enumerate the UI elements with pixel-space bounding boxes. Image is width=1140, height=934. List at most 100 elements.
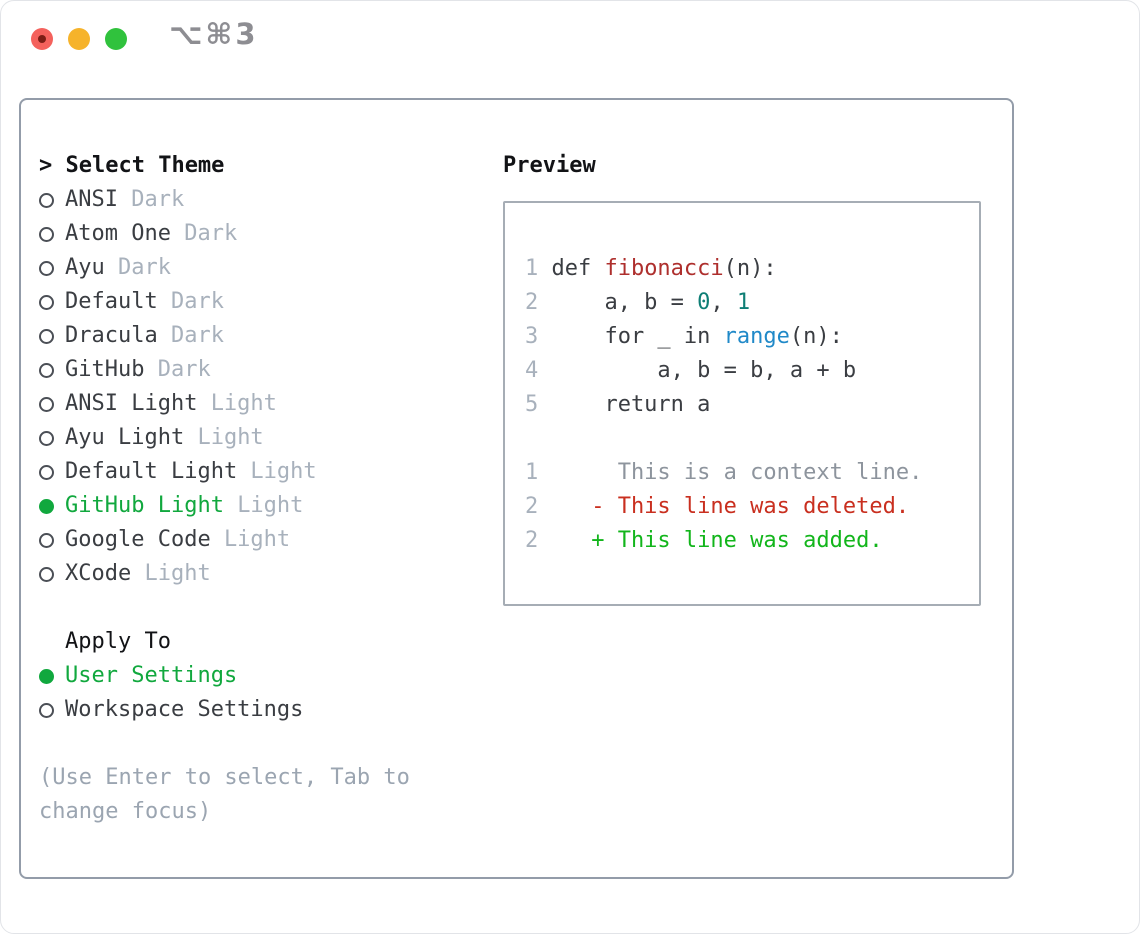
theme-option-label: Google Code xyxy=(65,527,211,552)
code-segment-plain: (n): xyxy=(723,256,777,281)
code-segment-context: This is a context line. xyxy=(551,460,923,485)
radio-selected-icon xyxy=(39,668,54,684)
theme-option-label: Ayu Light xyxy=(65,425,185,450)
spacer xyxy=(39,727,410,761)
code-line-8: 2 - This line was deleted. xyxy=(525,490,971,524)
code-line-2: 2 a, b = 0, 1 xyxy=(525,286,971,320)
theme-variant-tag: Dark xyxy=(117,255,171,280)
line-number: 3 xyxy=(525,324,539,349)
close-button-icon[interactable] xyxy=(31,28,53,50)
minimize-button-icon[interactable] xyxy=(68,28,90,50)
code-segment-plain: , xyxy=(710,290,737,315)
apply-option-label: User Settings xyxy=(65,663,238,688)
radio-selected-icon xyxy=(39,498,54,514)
titlebar: ⌥⌘3 xyxy=(1,1,1139,77)
code-line-3: 3 for _ in range(n): xyxy=(525,320,971,354)
code-line-9: 2 + This line was added. xyxy=(525,524,971,558)
radio-icon xyxy=(39,226,54,242)
theme-option-label: ANSI Light xyxy=(65,391,198,416)
select-theme-header: > Select Theme xyxy=(39,149,410,183)
radio-icon xyxy=(39,532,54,548)
line-number: 1 xyxy=(525,460,539,485)
theme-option-ayu[interactable]: Ayu Dark xyxy=(39,251,410,285)
theme-variant-tag: Light xyxy=(237,493,304,518)
theme-option-dracula[interactable]: Dracula Dark xyxy=(39,319,410,353)
theme-variant-tag: Light xyxy=(210,391,277,416)
apply-option-label: Workspace Settings xyxy=(65,697,304,722)
radio-icon xyxy=(39,362,54,378)
code-line-1: 1 def fibonacci(n): xyxy=(525,252,971,286)
radio-icon xyxy=(39,260,54,276)
theme-option-github-light[interactable]: GitHub Light Light xyxy=(39,489,410,523)
theme-variant-tag: Dark xyxy=(170,323,224,348)
theme-option-atom-one[interactable]: Atom One Dark xyxy=(39,217,410,251)
theme-option-label: GitHub xyxy=(65,357,145,382)
theme-option-label: Atom One xyxy=(65,221,171,246)
theme-option-ayu-light[interactable]: Ayu Light Light xyxy=(39,421,410,455)
theme-option-google-code[interactable]: Google Code Light xyxy=(39,523,410,557)
focus-arrow-icon: > xyxy=(39,153,53,178)
line-number: 1 xyxy=(525,256,539,281)
radio-icon xyxy=(39,702,54,718)
theme-option-xcode[interactable]: XCode Light xyxy=(39,557,410,591)
code-line-5: 5 return a xyxy=(525,388,971,422)
apply-option-user-settings[interactable]: User Settings xyxy=(39,659,410,693)
theme-variant-tag: Light xyxy=(250,459,317,484)
theme-option-ansi-light[interactable]: ANSI Light Light xyxy=(39,387,410,421)
code-segment-builtin: range xyxy=(723,324,790,349)
theme-variant-tag: Light xyxy=(197,425,264,450)
line-number: 2 xyxy=(525,494,539,519)
radio-icon xyxy=(39,464,54,480)
zoom-button-icon[interactable] xyxy=(105,28,127,50)
code-line-6 xyxy=(525,422,971,456)
line-number: 2 xyxy=(525,528,539,553)
theme-option-label: GitHub Light xyxy=(65,493,224,518)
hint-line-2: change focus) xyxy=(39,799,212,824)
radio-icon xyxy=(39,328,54,344)
code-segment-plain: def xyxy=(551,256,605,281)
radio-icon xyxy=(39,192,54,208)
radio-icon xyxy=(39,294,54,310)
apply-to-header: Apply To xyxy=(39,625,410,659)
theme-variant-tag: Light xyxy=(223,527,291,552)
code-segment-plain: a, b = xyxy=(551,290,698,315)
hint-line-1: (Use Enter to select, Tab to xyxy=(39,765,410,790)
code-segment-num: 0 xyxy=(697,290,711,315)
theme-variant-tag: Dark xyxy=(170,289,224,314)
theme-variant-tag: Dark xyxy=(131,187,185,212)
code-segment-func: fibonacci xyxy=(604,256,724,281)
theme-variant-tag: Light xyxy=(144,561,211,586)
spacer xyxy=(39,591,410,625)
theme-option-label: Ayu xyxy=(65,255,105,280)
radio-icon xyxy=(39,430,54,446)
radio-icon xyxy=(39,396,54,412)
code-segment-plain: (n): xyxy=(789,324,843,349)
line-number: 4 xyxy=(525,358,539,383)
radio-icon xyxy=(39,566,54,582)
apply-to-header-label: Apply To xyxy=(65,629,171,654)
theme-option-label: XCode xyxy=(65,561,132,586)
code-segment-deleted: - This line was deleted. xyxy=(551,494,910,519)
theme-variant-tag: Dark xyxy=(184,221,238,246)
theme-option-label: Dracula xyxy=(65,323,158,348)
preview-title: Preview xyxy=(503,153,596,178)
theme-variant-tag: Dark xyxy=(157,357,211,382)
code-line-7: 1 This is a context line. xyxy=(525,456,971,490)
code-segment-plain: for _ in xyxy=(551,324,724,349)
line-number: 2 xyxy=(525,290,539,315)
code-segment-plain: return a xyxy=(551,392,711,417)
code-segment-num: 1 xyxy=(736,290,751,315)
apply-option-workspace-settings[interactable]: Workspace Settings xyxy=(39,693,410,727)
line-number: 5 xyxy=(525,392,539,417)
theme-option-github[interactable]: GitHub Dark xyxy=(39,353,410,387)
